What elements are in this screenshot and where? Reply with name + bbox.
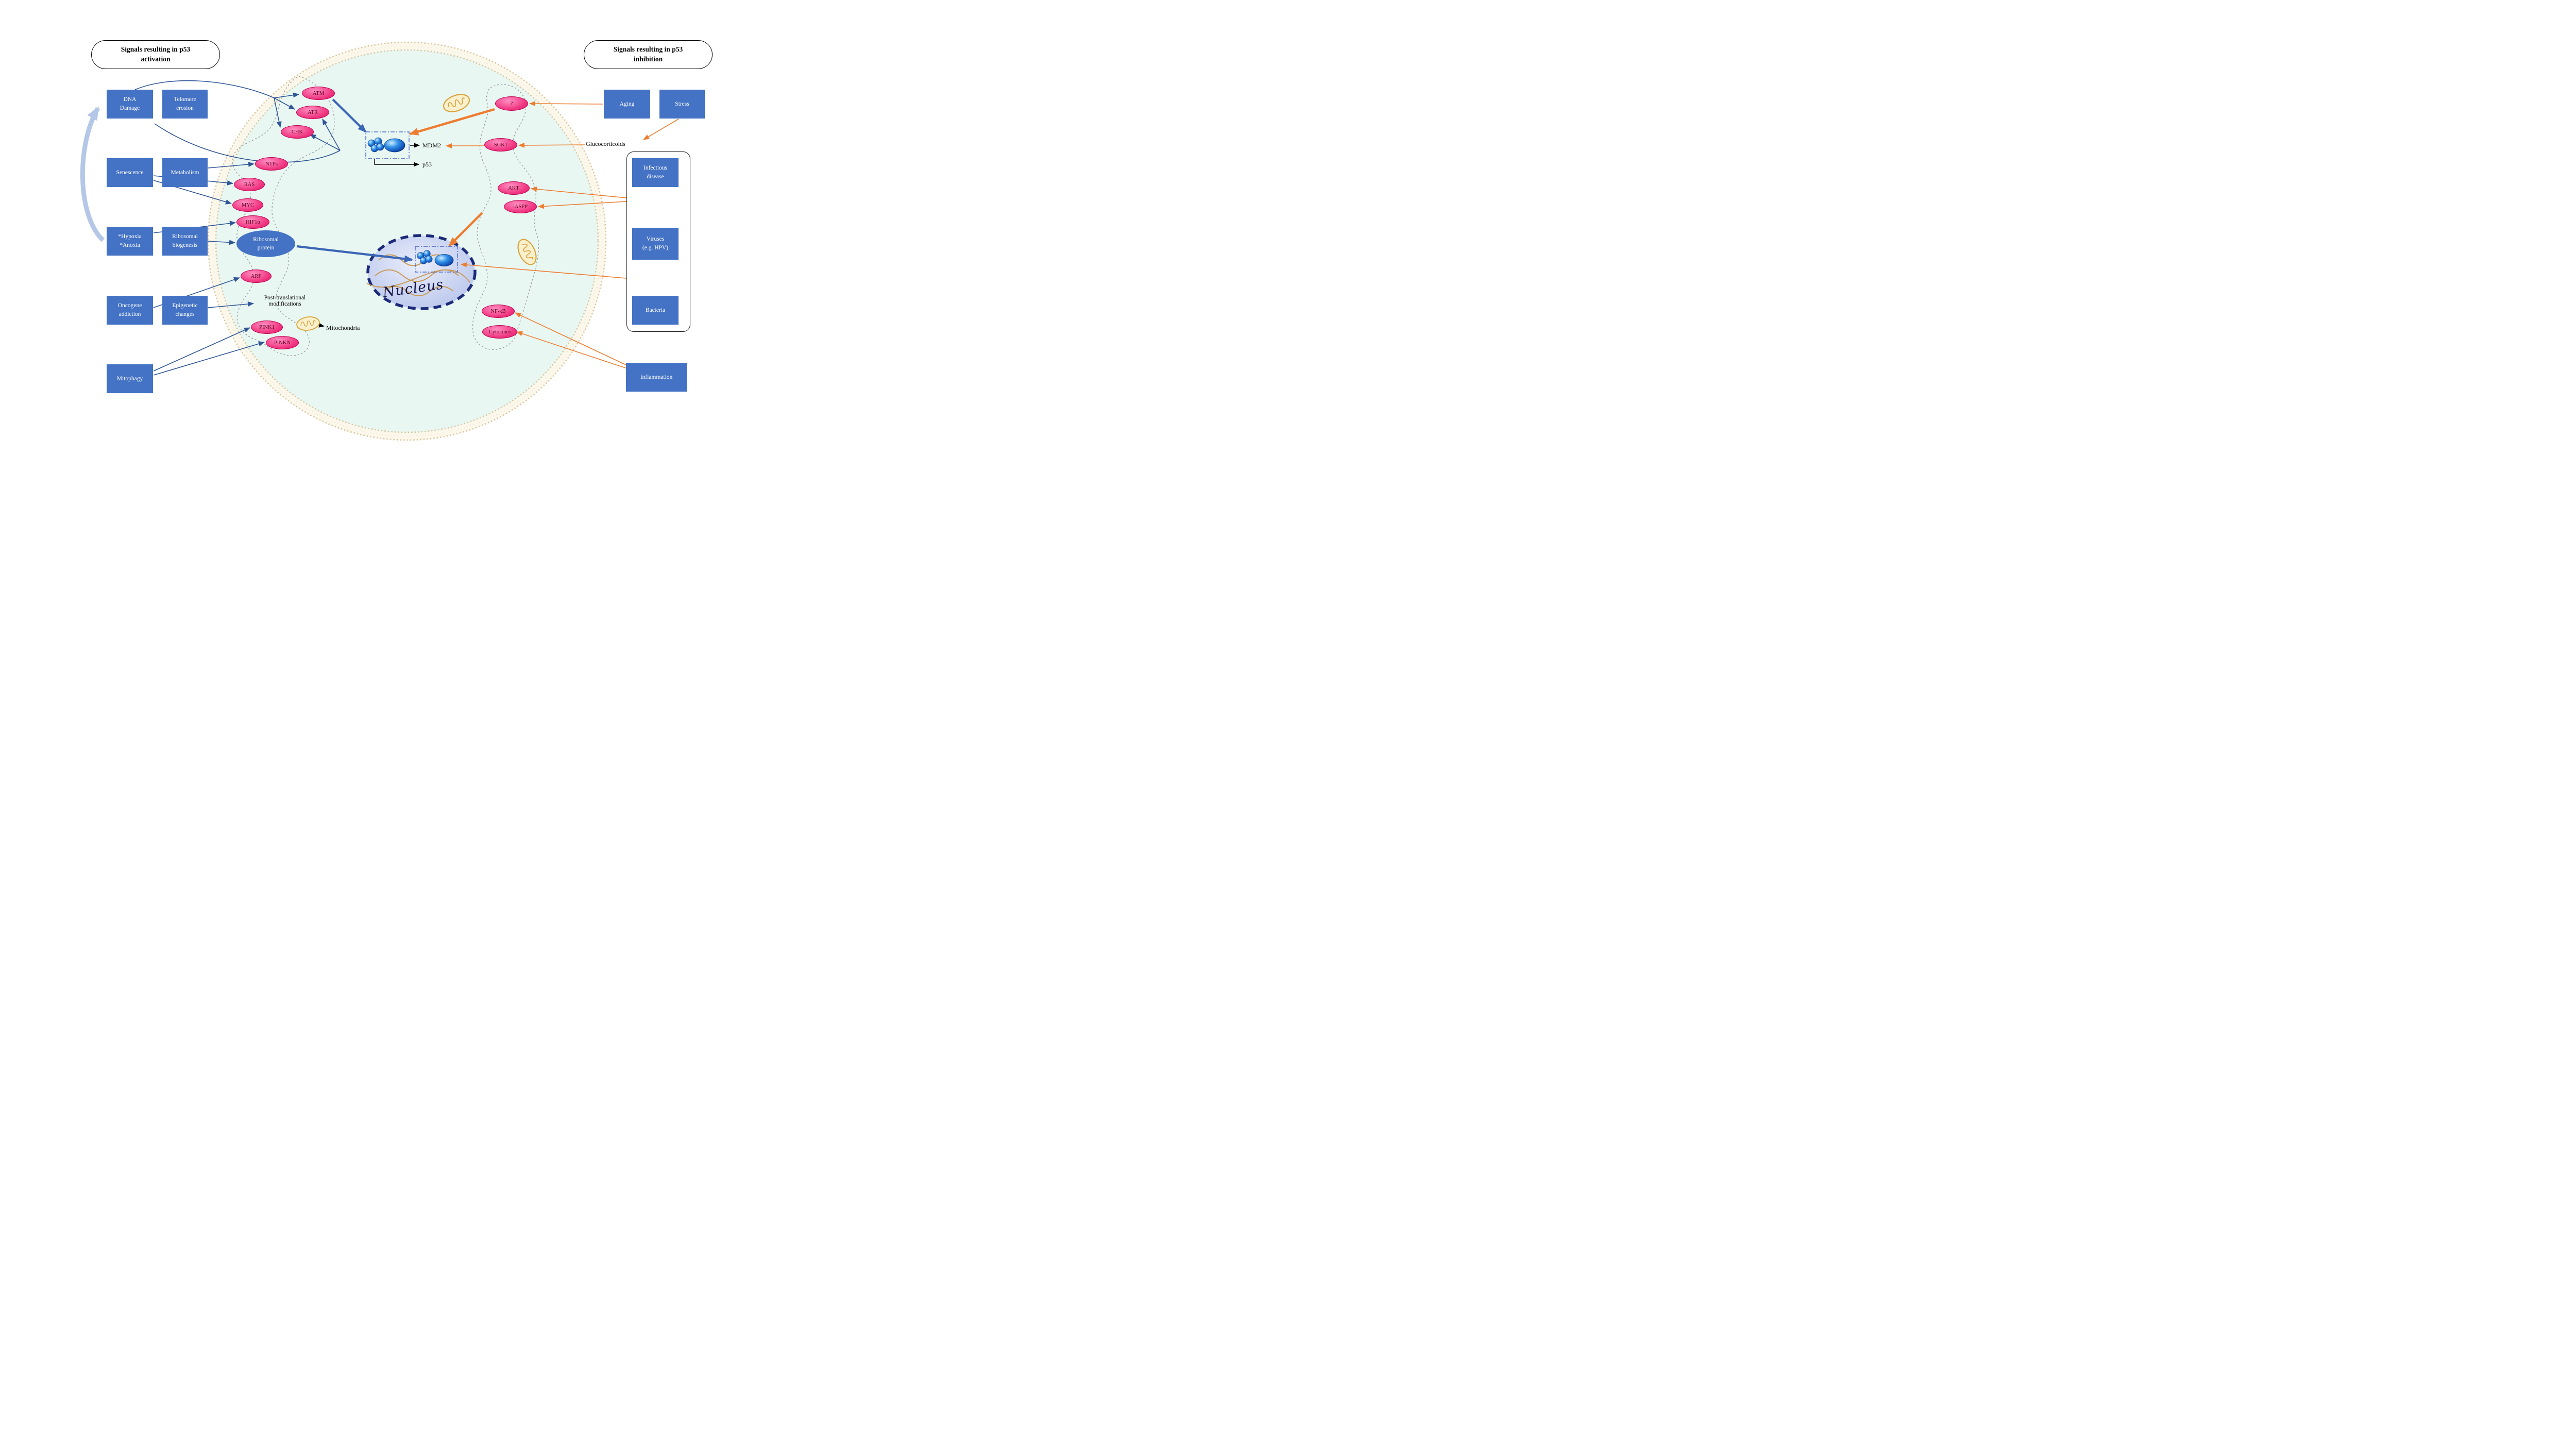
box-senescence: Senescence — [107, 158, 153, 187]
box-viruses: Viruses (e.g. HPV) — [632, 228, 679, 260]
glucocorticoids-label: Glucocorticoids — [586, 140, 625, 147]
box-telomere-erosion: Telomere erosion — [162, 90, 208, 119]
inhibition-header: Signals resulting in p53 inhibition — [584, 40, 713, 69]
diagram-stage: Signals resulting in p53 activation Sign… — [0, 0, 805, 453]
chromatin-strands — [366, 254, 470, 296]
mdm2-label: MDM2 — [422, 142, 442, 149]
post-translational-label: Post-translational modifications — [264, 295, 306, 307]
right-organelle-outline — [472, 84, 539, 350]
node-unknown: ? — [495, 96, 528, 111]
node-atm: ATM — [302, 87, 335, 100]
box-mitophagy: Mitophagy — [107, 364, 153, 393]
ribosomal-protein-ellipse: Ribosomal protein — [236, 230, 295, 257]
node-hif1a: HIF1α — [236, 215, 269, 229]
inhibition-arrows-thick — [409, 108, 495, 247]
node-pinkn: PINKN — [266, 336, 299, 349]
node-atr: ATR — [296, 106, 329, 119]
box-ribosomal-biogenesis: Ribosomal biogenesis — [162, 227, 208, 256]
feedback-arrow — [80, 106, 105, 242]
node-cytokines: Cytokines — [482, 325, 517, 339]
box-metabolism: Metabolism — [162, 158, 208, 187]
activation-header: Signals resulting in p53 activation — [91, 40, 220, 69]
box-inflammation: Inflammation — [626, 363, 687, 392]
inhibition-arrows — [446, 101, 679, 369]
left-organelle-outline — [232, 76, 335, 356]
box-hypoxia-anoxia: *Hypoxia *Anoxia — [107, 227, 153, 256]
node-arf: ARF — [241, 269, 272, 283]
box-infectious-disease: Infectious disease — [632, 158, 679, 187]
activation-arrows-thick — [296, 98, 413, 263]
node-nfkb: NF-κB — [482, 305, 515, 318]
box-bacteria: Bacteria — [632, 296, 679, 325]
node-iaspp: iASPP — [504, 200, 537, 213]
mdm2-p53-complex — [365, 131, 410, 159]
box-epigenetic-changes: Epigenetic changes — [162, 296, 208, 325]
node-myc: MYC — [232, 198, 263, 212]
nuclear-p53-complex — [415, 246, 458, 273]
p53-label: p53 — [422, 161, 432, 168]
box-stress: Stress — [659, 90, 705, 119]
node-sgk1: SGK1 — [484, 138, 517, 151]
box-dna-damage: DNA Damage — [107, 90, 153, 119]
node-ras: RAS — [234, 178, 265, 191]
box-oncogene-addiction: Oncogene addiction — [107, 296, 153, 325]
mitochondria-label: Mitochondria — [326, 324, 360, 331]
node-ntps: NTPs — [255, 157, 288, 171]
box-aging: Aging — [604, 90, 650, 119]
node-pink1: PINK1 — [251, 321, 283, 334]
node-akt: AKT — [498, 181, 530, 195]
node-chk: CHK — [281, 125, 314, 139]
infection-group-outline — [626, 151, 690, 332]
nucleus — [366, 234, 477, 310]
